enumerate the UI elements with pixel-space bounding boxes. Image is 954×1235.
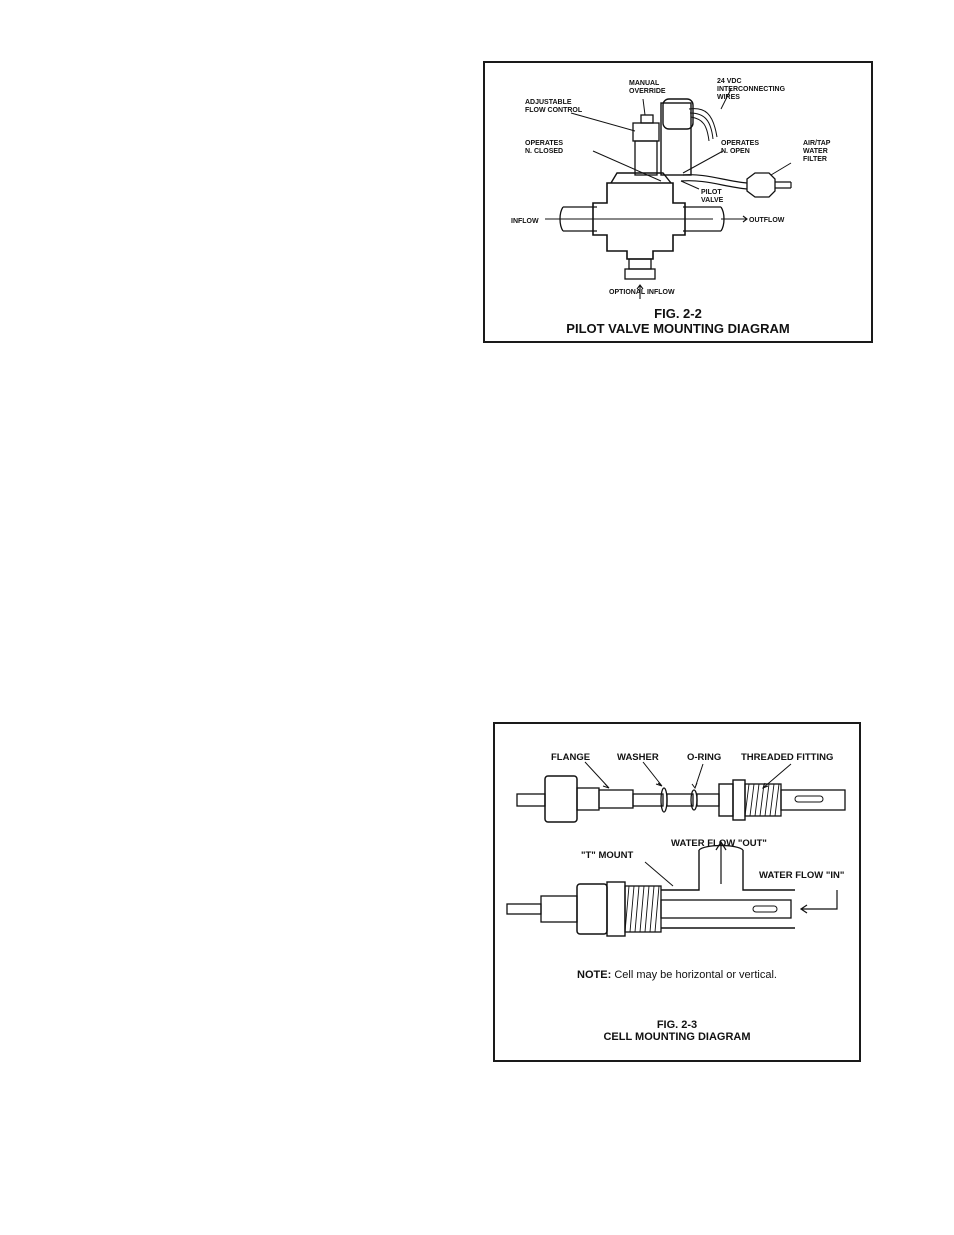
filter-outlet	[775, 181, 792, 189]
assembled-flange-body	[540, 895, 578, 923]
label-manual-override: MANUAL OVERRIDE	[629, 80, 666, 95]
cell-shaft-c	[696, 793, 720, 807]
assembled-cell-slot	[752, 905, 778, 913]
leader-flange	[584, 761, 610, 789]
fig22-number: FIG. 2-2	[654, 306, 702, 321]
fig23-number: FIG. 2-3	[656, 1019, 698, 1031]
assembled-cell-tip	[660, 899, 792, 919]
leader-oring	[691, 763, 704, 790]
assembled-thread-lines	[624, 885, 660, 933]
assembled-cable-end	[506, 903, 542, 915]
leader-threaded-fitting	[762, 763, 792, 789]
cell-cable-end	[516, 793, 546, 807]
fitting-threads	[744, 783, 780, 817]
assembled-fitting-hex	[606, 881, 626, 937]
air-water-filter	[746, 172, 776, 198]
label-operates-open: OPERATES N. OPEN	[721, 140, 761, 155]
fig22-title: PILOT VALVE MOUNTING DIAGRAM	[566, 320, 790, 336]
washer-part	[660, 787, 668, 813]
solenoid-body	[660, 102, 692, 176]
fig23-caption: FIG. 2-3 CELL MOUNTING DIAGRAM	[495, 1019, 859, 1044]
note-text: Cell may be horizontal or vertical.	[611, 969, 777, 981]
pilot-valve-figure: MANUAL OVERRIDE 24 VDC INTERCONNECTING W…	[483, 61, 873, 343]
flow-control-column	[634, 140, 658, 176]
leader-filter	[770, 162, 792, 176]
leader-operates-open	[682, 150, 724, 174]
cell-shaft-a	[632, 793, 664, 807]
label-oring: O-RING	[687, 752, 721, 763]
water-out-arrow	[715, 840, 727, 884]
valve-body	[592, 182, 686, 260]
leader-manual-override	[642, 98, 646, 116]
flange-body	[598, 789, 634, 809]
optional-inflow-arrow	[636, 284, 644, 299]
label-water-flow-out: WATER FLOW "OUT"	[671, 838, 767, 849]
fig23-title: CELL MOUNTING DIAGRAM	[603, 1031, 751, 1044]
assembled-flange-nut	[576, 883, 608, 935]
label-optional-inflow: OPTIONAL INFLOW	[609, 289, 675, 296]
label-filter: AIR/TAP WATER FILTER	[803, 140, 832, 163]
valve-top-housing	[610, 172, 672, 184]
leader-wires	[720, 88, 732, 110]
cell-orientation-note: NOTE: Cell may be horizontal or vertical…	[495, 969, 859, 981]
leader-pilot-valve	[680, 180, 700, 190]
label-inflow: INFLOW	[511, 218, 539, 225]
cell-tip	[780, 789, 846, 811]
cell-mounting-figure: FLANGE WASHER O-RING THREADED FITTING WA…	[493, 722, 861, 1062]
optional-inflow-nut	[624, 268, 656, 280]
cell-mounting-drawing: FLANGE WASHER O-RING THREADED FITTING WA…	[506, 752, 846, 937]
leader-operates-closed	[592, 150, 662, 182]
interconnecting-wires	[688, 108, 718, 142]
t-mount-body	[661, 850, 795, 929]
leader-adjustable-flow	[570, 112, 636, 132]
flow-control-nut	[632, 122, 660, 142]
cell-tip-slot	[794, 795, 824, 803]
air-tube	[680, 174, 748, 190]
label-water-flow-in: WATER FLOW "IN"	[759, 870, 844, 881]
label-t-mount: "T" MOUNT	[581, 850, 633, 861]
note-label: NOTE:	[577, 969, 612, 981]
cell-shaft-b	[666, 793, 694, 807]
solenoid-cap	[662, 98, 694, 130]
label-outflow: OUTFLOW	[749, 217, 785, 224]
leader-washer	[642, 761, 663, 787]
pilot-valve-drawing: MANUAL OVERRIDE 24 VDC INTERCONNECTING W…	[511, 78, 832, 299]
bottom-fitting	[628, 258, 652, 270]
fig22-caption: FIG. 2-2 PILOT VALVE MOUNTING DIAGRAM	[485, 306, 871, 336]
label-washer: WASHER	[617, 752, 659, 763]
label-adjustable-flow-control: ADJUSTABLE FLOW CONTROL	[525, 99, 583, 114]
fitting-hex	[718, 783, 734, 817]
flange-collar	[576, 787, 600, 811]
label-operates-closed: OPERATES N. CLOSED	[525, 140, 565, 155]
label-flange: FLANGE	[551, 752, 590, 763]
fitting-hex-b	[732, 779, 746, 821]
outflow-arrow	[721, 215, 748, 223]
oring-part	[690, 789, 698, 811]
manual-override-knob	[640, 114, 654, 124]
label-pilot-valve: PILOT VALVE	[701, 189, 724, 204]
label-threaded-fitting: THREADED FITTING	[741, 752, 833, 763]
label-24vdc-wires: 24 VDC INTERCONNECTING WIRES	[717, 78, 787, 101]
water-in-arrow	[799, 890, 838, 914]
leader-t-mount	[644, 861, 674, 887]
flange-nut	[544, 775, 578, 823]
